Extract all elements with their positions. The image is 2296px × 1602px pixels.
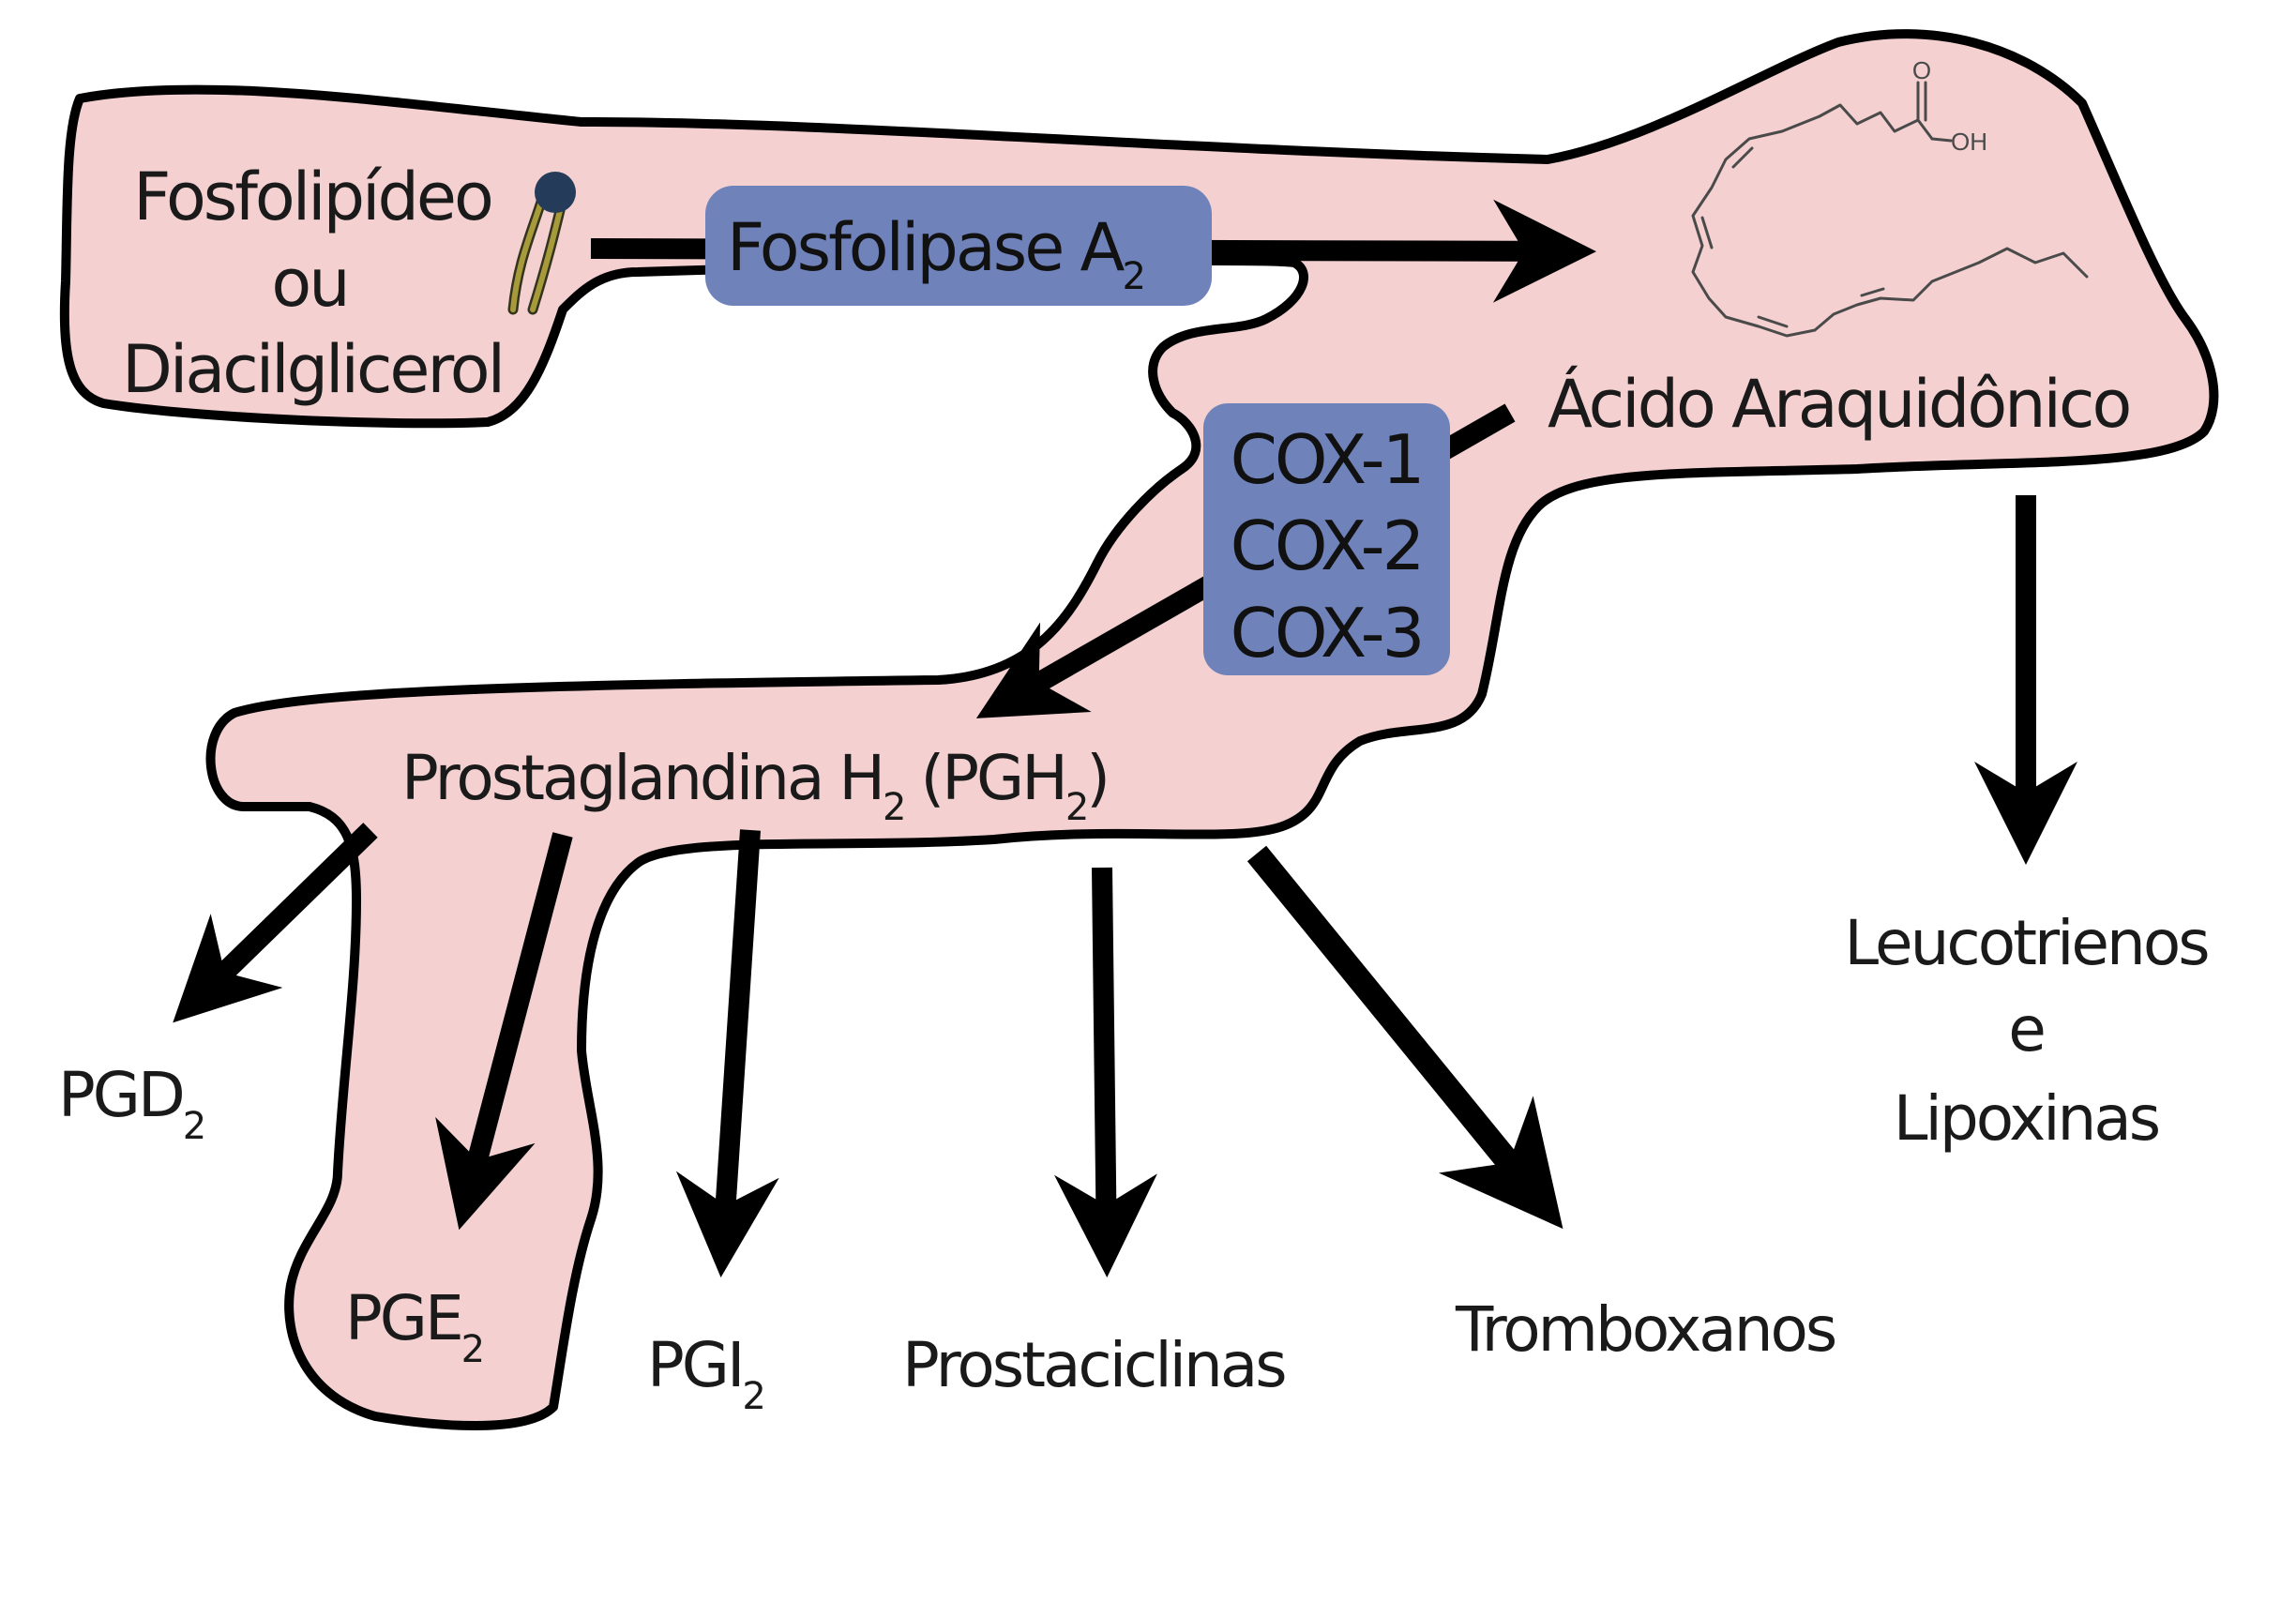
enzyme-cox2-label: COX-2 [1231, 506, 1423, 585]
enzyme-pla2-label: Fosfolipase A [727, 209, 1125, 286]
enzyme-cox3-label: COX-3 [1231, 594, 1423, 673]
source-label-line1: Fosfolipídeo [133, 159, 491, 235]
pathway-region [59, 29, 2219, 1430]
arrow-pgh2-to-pge2 [435, 832, 573, 1231]
source-label-line2: ou [271, 245, 347, 322]
arrow-pgh2-to-prostacyclins [1053, 867, 1157, 1277]
arrow-pgh2-to-thromboxanes [1246, 845, 1563, 1230]
leukotrienes-label-line1: Leucotrienos [1844, 907, 2208, 979]
source-label-line3: Diacilglicerol [122, 331, 503, 408]
enzyme-box-cox [1203, 403, 1450, 675]
pgd2-label: PGD2 [58, 1059, 204, 1148]
pge2-main: PGE [345, 1282, 461, 1354]
pgh2-close: ) [1086, 742, 1108, 814]
enzyme-cox1-label: COX-1 [1231, 420, 1423, 499]
pgi2-main: PGI [647, 1329, 742, 1401]
leukotrienes-label-line3: Lipoxinas [1894, 1082, 2159, 1155]
arrow-pgh2-to-pgi2 [675, 829, 779, 1277]
arachidonic-acid-label: Ácido Araquidônico [1548, 366, 2129, 443]
pgi2-subscript: 2 [742, 1375, 763, 1418]
svg-text:Fosfolipase A2: Fosfolipase A2 [727, 209, 1143, 298]
arrow-pgh2-to-pgd2 [173, 823, 378, 1023]
pgd2-subscript: 2 [183, 1105, 204, 1148]
pgh2-subscript1: 2 [883, 786, 903, 829]
pgh2-label: Prostaglandina H2(PGH2) [401, 742, 1108, 829]
pgi2-label: PGI2 [647, 1329, 763, 1418]
enzyme-box-pla2 [705, 186, 1212, 306]
pgh2-main: Prostaglandina H [401, 742, 883, 814]
pgd2-main: PGD [58, 1059, 183, 1131]
pge2-label: PGE2 [345, 1282, 482, 1371]
phospholipid-icon [507, 172, 576, 315]
pge2-subscript: 2 [461, 1328, 482, 1371]
pgh2-paren: (PGH [921, 742, 1065, 814]
leukotrienes-label-line2: e [2008, 993, 2044, 1065]
thromboxanes-label: Tromboxanos [1455, 1293, 1835, 1366]
prostacyclins-label: Prostaciclinas [902, 1329, 1285, 1401]
molecule-hydroxyl: OH [1951, 128, 1987, 156]
arachidonic-acid-structure: O OH [1691, 56, 2089, 338]
pgh2-subscript2: 2 [1065, 786, 1086, 829]
enzyme-pla2-subscript: 2 [1122, 255, 1142, 298]
molecule-oxygen: O [1912, 56, 1931, 84]
